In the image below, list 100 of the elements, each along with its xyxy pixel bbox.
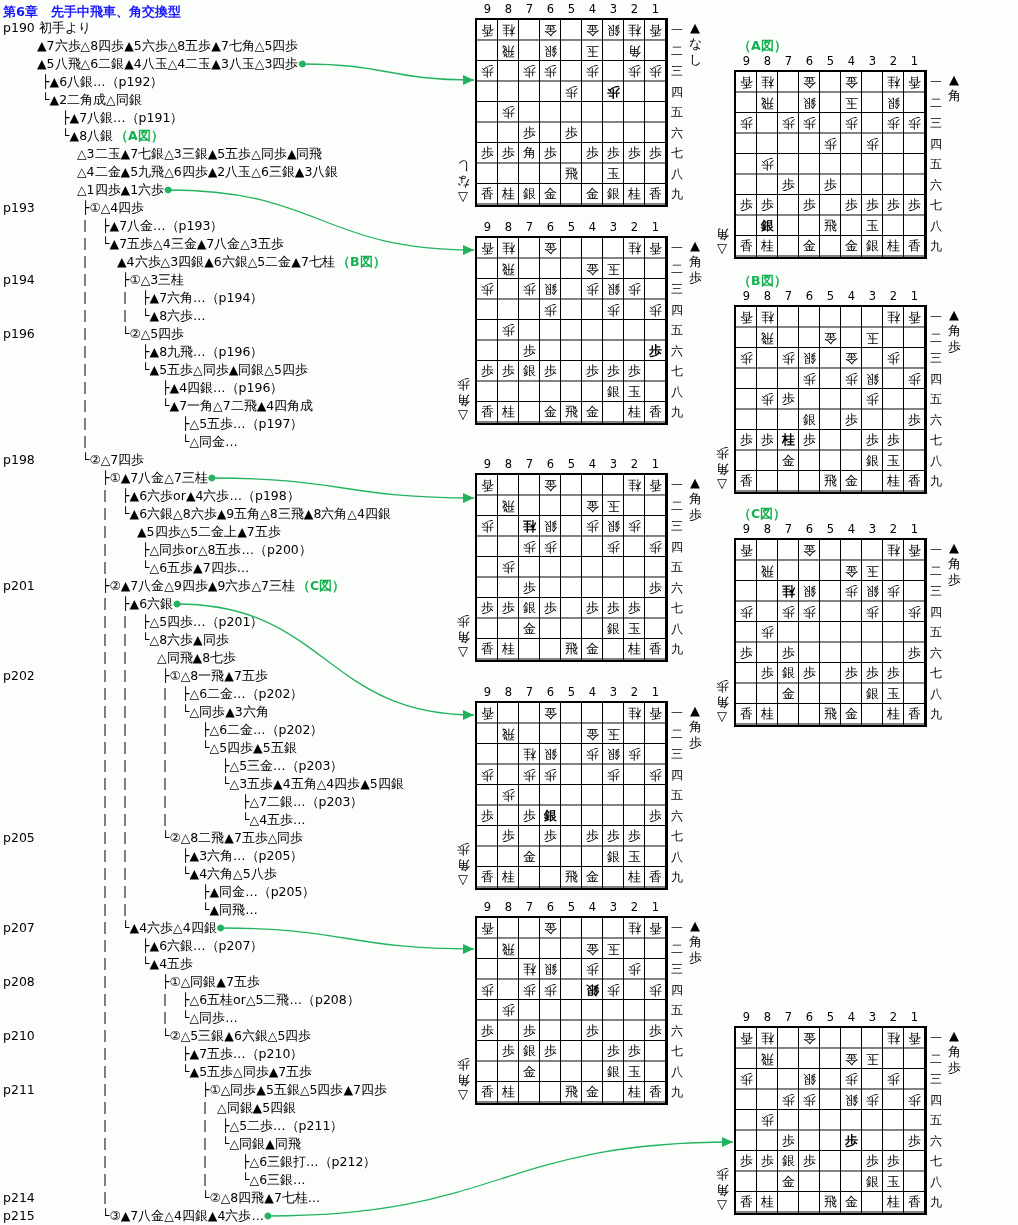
- move-line: ├①△4四歩: [82, 199, 145, 217]
- file-number: 1: [650, 901, 661, 914]
- shogi-piece: 歩: [521, 341, 537, 360]
- rank-number: 八: [671, 620, 683, 638]
- shogi-piece: 香: [906, 308, 922, 327]
- move-line: ▲4六歩△3四銀▲6六銀△5二金▲7七桂: [117, 253, 335, 271]
- file-number: 6: [804, 1011, 815, 1024]
- shogi-piece: 銀: [521, 599, 537, 617]
- shogi-piece: 銀: [605, 280, 621, 299]
- rank-number: 三: [671, 518, 683, 535]
- file-number: 2: [629, 901, 640, 914]
- shogi-piece: 桂: [759, 1029, 775, 1048]
- move-line: └▲同飛…: [202, 901, 258, 919]
- shogi-piece: 香: [647, 185, 663, 203]
- move-line: △1四歩▲1六歩: [77, 181, 165, 199]
- move-line: └▲7一角△7二飛▲4四角成: [162, 397, 314, 415]
- rank-number: 一: [671, 22, 683, 39]
- move-line: └▲4五歩: [142, 955, 194, 973]
- shogi-piece: 歩: [605, 766, 621, 784]
- shogi-piece: 金: [584, 940, 600, 958]
- rank-number: 九: [930, 706, 942, 723]
- file-number: 4: [587, 221, 598, 234]
- rank-number: 九: [930, 238, 942, 255]
- shogi-piece: 桂: [626, 185, 642, 203]
- shogi-piece: 玉: [885, 684, 901, 703]
- rank-number: 六: [671, 1022, 683, 1040]
- move-line: └②△8二飛▲7五歩△同歩: [162, 829, 304, 847]
- rank-number: 五: [671, 1002, 683, 1019]
- shogi-piece: 銀: [864, 451, 880, 470]
- shogi-piece: 歩: [542, 301, 558, 319]
- move-line: ├△5四歩…（p201）: [142, 613, 264, 631]
- shogi-piece: 歩: [563, 83, 579, 101]
- shogi-piece: 金: [584, 1083, 600, 1101]
- file-number: 4: [846, 1011, 857, 1024]
- shogi-piece: 銀: [864, 370, 880, 388]
- shogi-piece: 金: [822, 329, 838, 347]
- move-line: △4二金▲5九飛△6四歩▲2八玉△6三銀▲3八銀: [77, 163, 339, 181]
- rank-number: 八: [930, 217, 942, 235]
- pieces-in-hand: △角歩: [455, 613, 471, 661]
- arrow: [173, 600, 475, 720]
- shogi-piece: 桂: [500, 21, 516, 40]
- file-number: 5: [566, 458, 577, 471]
- file-number: 2: [888, 55, 899, 68]
- move-line: └△同歩▲3六角: [182, 703, 269, 721]
- shogi-piece: 金: [843, 562, 859, 580]
- page-number: p198: [3, 451, 35, 469]
- pieces-in-hand: ▲角歩: [687, 918, 703, 966]
- shogi-piece: 銀: [801, 349, 817, 368]
- figure-label: （C図）: [297, 577, 346, 595]
- shogi-piece: 歩: [843, 1070, 859, 1089]
- shogi-piece: 歩: [738, 1152, 754, 1170]
- file-number: 6: [804, 523, 815, 536]
- rank-number: 四: [930, 370, 942, 388]
- shogi-piece: 歩: [542, 981, 558, 999]
- shogi-piece: 歩: [780, 1131, 796, 1150]
- rank-number: 四: [930, 603, 942, 621]
- shogi-piece: 銀: [605, 185, 621, 203]
- shogi-piece: 香: [647, 21, 663, 40]
- file-number: 1: [909, 1011, 920, 1024]
- shogi-piece: 香: [479, 868, 495, 886]
- file-number: 9: [482, 901, 493, 914]
- shogi-piece: 香: [906, 705, 922, 723]
- shogi-piece: 金: [584, 497, 600, 515]
- file-number: 9: [741, 1011, 752, 1024]
- shogi-piece: 歩: [780, 603, 796, 621]
- page-number: p211: [3, 1081, 35, 1099]
- shogi-piece: 歩: [738, 431, 754, 449]
- shogi-piece: 歩: [647, 341, 663, 360]
- file-number: 4: [846, 523, 857, 536]
- shogi-piece: 香: [906, 73, 922, 92]
- file-number: 4: [587, 458, 598, 471]
- move-line: └△6五歩▲7四歩…: [142, 559, 250, 577]
- move-line: ├①△8一飛▲7五歩: [162, 667, 268, 685]
- shogi-piece: 歩: [801, 664, 817, 682]
- shogi-piece: 飛: [563, 1083, 579, 1101]
- shogi-piece: 歩: [563, 123, 579, 142]
- shogi-piece: 歩: [906, 643, 922, 662]
- shogi-piece: 歩: [542, 827, 558, 845]
- rank-number: 七: [930, 197, 942, 214]
- shogi-piece: 歩: [885, 664, 901, 682]
- move-line: ├△6五桂or△5二飛…（p208）: [182, 991, 360, 1009]
- file-number: 1: [650, 3, 661, 16]
- rank-number: 六: [671, 807, 683, 825]
- file-number: 5: [825, 523, 836, 536]
- shogi-piece: 銀: [801, 1070, 817, 1089]
- shogi-piece: 歩: [906, 1131, 922, 1150]
- shogi-piece: 歩: [843, 410, 859, 429]
- shogi-piece: 歩: [479, 806, 495, 825]
- file-number: 1: [650, 686, 661, 699]
- shogi-piece: 飛: [822, 705, 838, 723]
- rank-number: 二: [671, 725, 683, 743]
- shogi-piece: 飛: [500, 42, 516, 60]
- shogi-piece: 歩: [542, 766, 558, 784]
- pieces-in-hand: ▲角歩: [946, 1028, 962, 1076]
- rank-number: 一: [671, 240, 683, 257]
- shogi-piece: 歩: [647, 806, 663, 825]
- shogi-piece: 飛: [822, 1193, 838, 1211]
- move-line: ├▲3六角…（p205）: [182, 847, 304, 865]
- shogi-piece: 歩: [521, 538, 537, 556]
- shogi-piece: 歩: [584, 599, 600, 617]
